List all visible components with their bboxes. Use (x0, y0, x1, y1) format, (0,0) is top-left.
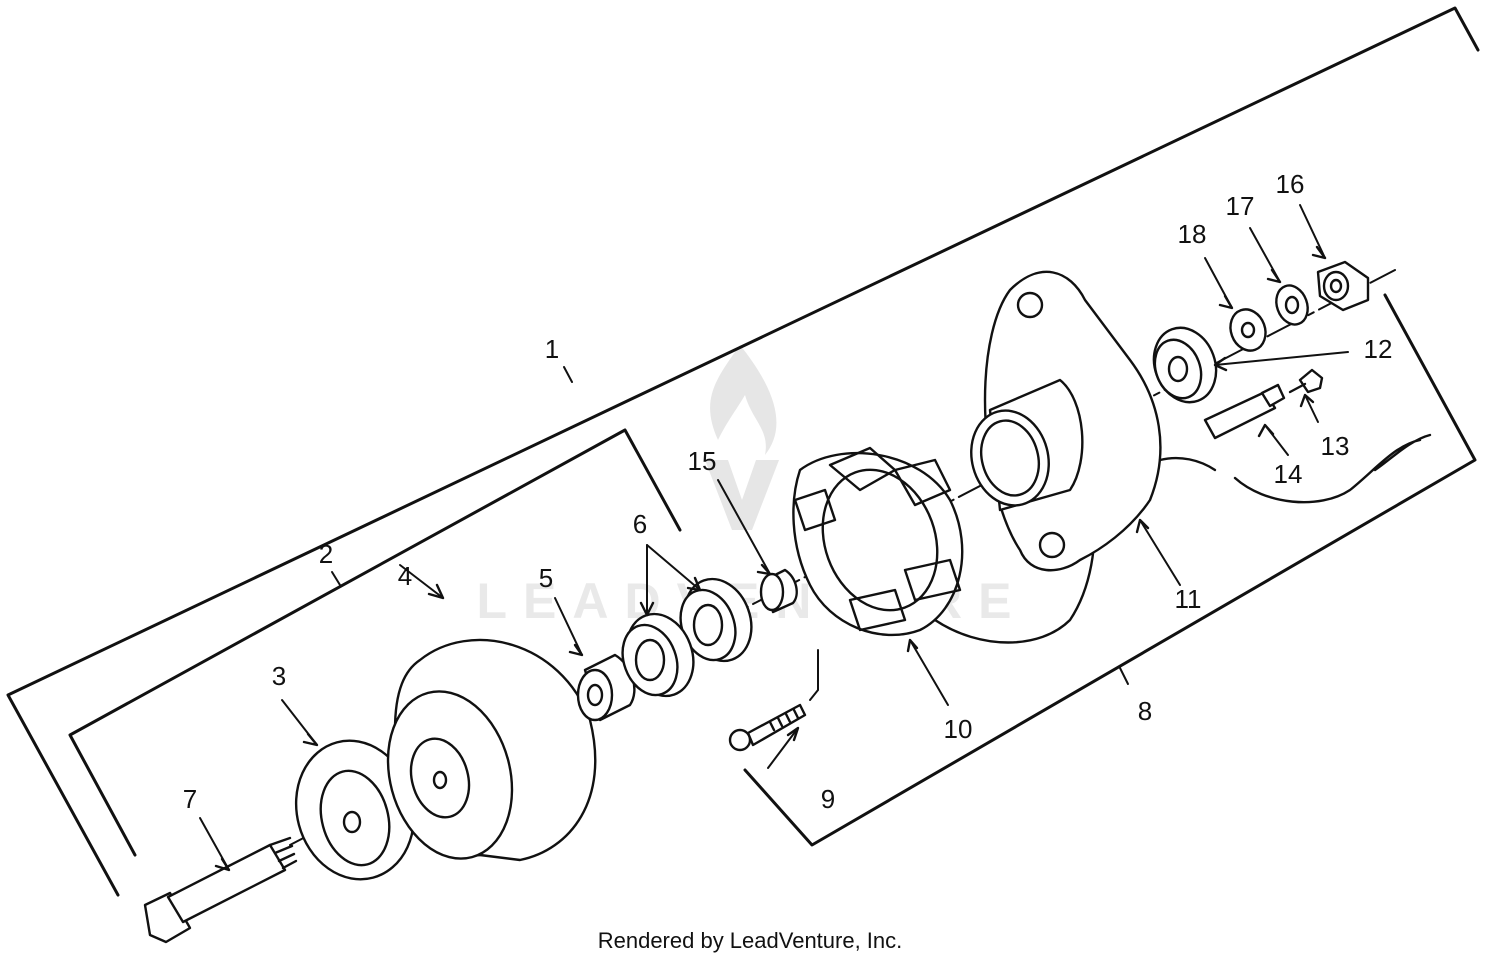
part-4-pulley (386, 638, 597, 862)
watermark-flame-icon (710, 345, 777, 455)
callout-16: 16 (1276, 169, 1305, 199)
bracket-2 (68, 428, 682, 857)
part-15-bushing (759, 568, 798, 614)
part-16-nut (1316, 260, 1370, 312)
callout-9: 9 (821, 784, 835, 814)
part-7-bolt (143, 836, 298, 944)
bracket-8 (743, 293, 1477, 847)
callout-15: 15 (688, 446, 717, 476)
part-5-spacer (576, 653, 636, 722)
callout-18: 18 (1178, 219, 1207, 249)
callout-11: 11 (1175, 584, 1202, 614)
bracket-1 (6, 6, 1480, 897)
callout-3: 3 (272, 661, 286, 691)
callout-labels: 1 2 3 4 5 6 7 8 9 10 11 12 13 14 15 16 1… (183, 169, 1393, 814)
part-18-washer (1229, 308, 1267, 352)
callout-1: 1 (545, 334, 559, 364)
callout-4: 4 (398, 561, 412, 591)
callout-17: 17 (1226, 191, 1255, 221)
callout-10: 10 (944, 714, 973, 744)
part-10-stator (792, 446, 1096, 644)
part-14-terminal (1203, 383, 1286, 440)
part-12-bearing (1152, 326, 1218, 404)
callout-12: 12 (1364, 334, 1393, 364)
callout-6: 6 (633, 509, 647, 539)
callout-7: 7 (183, 784, 197, 814)
part-3-flange (294, 739, 416, 881)
watermark-v-icon (705, 460, 779, 530)
callout-2: 2 (319, 539, 333, 569)
part-11-housing (970, 270, 1217, 572)
part-17-lock-washer (1275, 284, 1309, 326)
callout-13: 13 (1321, 431, 1350, 461)
wire-lead (1233, 433, 1432, 504)
callout-5: 5 (539, 563, 553, 593)
callout-14: 14 (1274, 459, 1303, 489)
part-9-screw (728, 649, 819, 752)
callout-8: 8 (1138, 696, 1152, 726)
part-13-screw (1288, 368, 1324, 394)
part-6-bearings (621, 577, 753, 698)
leader-lines (199, 204, 1349, 872)
footer-credit: Rendered by LeadVenture, Inc. (597, 928, 903, 953)
